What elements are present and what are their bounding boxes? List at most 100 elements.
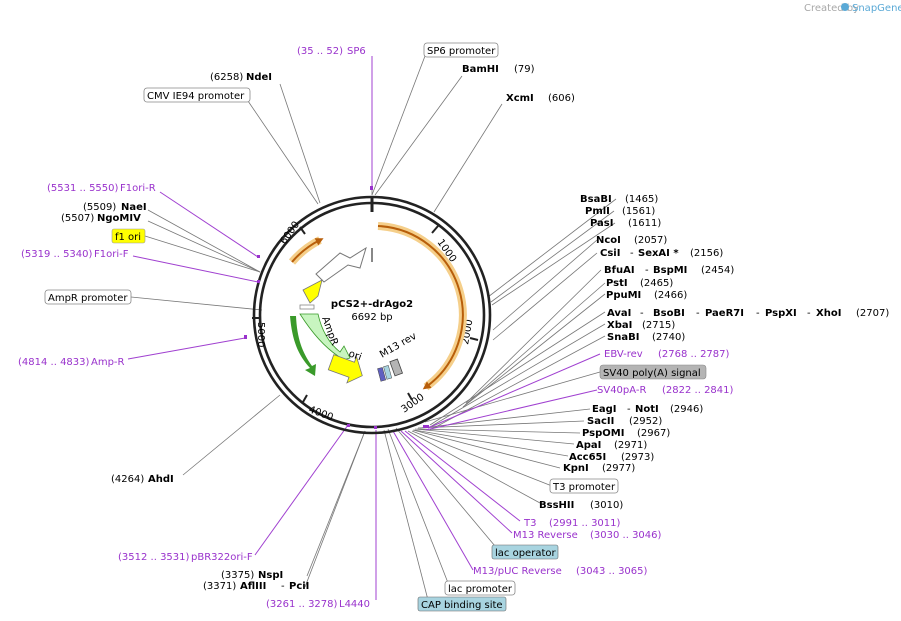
avai-sep1: - — [640, 308, 644, 319]
xcmi-label[interactable]: XcmI — [506, 93, 534, 104]
bfuai-label[interactable]: BfuAI — [604, 265, 635, 276]
pcii-label[interactable]: PciI — [289, 581, 309, 592]
pasi-label[interactable]: PasI — [590, 218, 613, 229]
l4440-range: (3261 .. 3278) — [266, 599, 338, 610]
bfuai-sep: - — [645, 265, 649, 276]
ndei-pos: (6258) — [210, 72, 243, 83]
f1ori-f-range: (5319 .. 5340) — [21, 249, 93, 260]
primer-lines — [127, 56, 601, 600]
bspmi-label[interactable]: BspMI — [653, 265, 687, 276]
bfuai-pos: (2454) — [701, 265, 734, 276]
sv40-signal-label: SV40 poly(A) signal — [603, 368, 701, 379]
sp6-range: (35 .. 52) — [297, 46, 343, 57]
sv40pa-r-label: SV40pA-R — [597, 385, 646, 396]
apai-label[interactable]: ApaI — [576, 440, 601, 451]
ppumi-pos: (2466) — [654, 290, 687, 301]
m13reverse-label: M13 Reverse — [513, 530, 578, 541]
ebv-rev-label: EBV-rev — [604, 349, 643, 360]
bamhi-label[interactable]: BamHI — [462, 64, 499, 75]
psti-pos: (2465) — [640, 278, 673, 289]
apai-pos: (2971) — [614, 440, 647, 451]
avai-sep4: - — [807, 308, 811, 319]
sacii-pos: (2952) — [629, 416, 662, 427]
snabi-label[interactable]: SnaBI — [607, 332, 639, 343]
ngomiv-label[interactable]: NgoMIV — [97, 213, 141, 224]
pspomi-pos: (2967) — [637, 428, 670, 439]
plasmid-size: 6692 bp — [351, 312, 392, 323]
sacii-label[interactable]: SacII — [587, 416, 614, 427]
ncoi-label[interactable]: NcoI — [596, 235, 621, 246]
pspomi-label[interactable]: PspOMI — [582, 428, 624, 439]
xbai-pos: (2715) — [642, 320, 675, 331]
ahdi-label[interactable]: AhdI — [148, 474, 174, 485]
cds-arrow — [377, 225, 464, 390]
bsshii-label[interactable]: BssHII — [539, 500, 574, 511]
bsabi-pos: (1465) — [625, 194, 658, 205]
sp6-label: SP6 — [347, 46, 366, 57]
cmv-promoter-box[interactable] — [143, 87, 251, 103]
xhoi-label[interactable]: XhoI — [816, 308, 841, 319]
amp-r-label: Amp-R — [91, 357, 125, 368]
cmv-promoter-arrow — [315, 246, 367, 283]
cap-site-shape — [383, 365, 393, 380]
m13puc-label: M13/pUC Reverse — [473, 566, 562, 577]
tick-marks — [252, 225, 479, 403]
bsobi-label[interactable]: BsoBI — [653, 308, 685, 319]
m13puc-range: (3043 .. 3065) — [576, 566, 648, 577]
ndei-label[interactable]: NdeI — [246, 72, 272, 83]
cap-binding-box[interactable] — [417, 596, 507, 612]
ampr-dark-shape — [290, 316, 316, 376]
avai-label[interactable]: AvaI — [607, 308, 631, 319]
noti-label[interactable]: NotI — [635, 404, 659, 415]
sp6-promoter-box[interactable] — [423, 42, 499, 58]
cmv-promoter-label: CMV IE94 promoter — [147, 91, 245, 102]
acc65i-label[interactable]: Acc65I — [569, 452, 606, 463]
ppumi-label[interactable]: PpuMI — [606, 290, 641, 301]
t3-range: (2991 .. 3011) — [549, 518, 621, 529]
kpni-label[interactable]: KpnI — [563, 463, 589, 474]
credit-brand: SnapGene — [852, 3, 901, 14]
sv40-signal-box[interactable] — [599, 364, 707, 380]
kpni-pos: (2977) — [602, 463, 635, 474]
f1ori-f-label: F1ori-F — [94, 249, 129, 260]
f1-ori-box[interactable] — [111, 228, 146, 244]
avai-sep2: - — [696, 308, 700, 319]
pspxi-label[interactable]: PspXI — [765, 308, 797, 319]
bsshii-pos: (3010) — [590, 500, 623, 511]
ncoi-pos: (2057) — [634, 235, 667, 246]
lac-promoter-label: lac promoter — [448, 584, 513, 595]
naei-label[interactable]: NaeI — [121, 202, 147, 213]
bsabi-label[interactable]: BsaBI — [580, 194, 612, 205]
sv40pa-r-range: (2822 .. 2841) — [662, 385, 734, 396]
f1-ori-label: f1 ori — [115, 232, 141, 243]
m13rev-inner-label: M13 rev — [378, 331, 419, 361]
ampr-promoter-box[interactable] — [44, 289, 132, 305]
ampr-light-shape — [299, 313, 351, 363]
sv40-shape — [389, 358, 404, 377]
f1ori-r-label: F1ori-R — [120, 183, 156, 194]
lac-operator-box[interactable] — [491, 544, 559, 560]
lac-promoter-box[interactable] — [444, 580, 516, 596]
nspi-label[interactable]: NspI — [258, 570, 283, 581]
primer-ticks — [244, 186, 429, 429]
pbr322-range: (3512 .. 3531) — [118, 552, 190, 563]
naei-pos: (5509) — [83, 202, 116, 213]
credit-prefix: Created by — [804, 3, 859, 14]
paer7i-label[interactable]: PaeR7I — [705, 308, 744, 319]
plasmid-name: pCS2+-drAgo2 — [331, 299, 413, 310]
avai-sep3: - — [756, 308, 760, 319]
snapgene-logo-icon — [841, 3, 849, 11]
pmli-label[interactable]: PmlI — [585, 206, 610, 217]
ngomiv-pos: (5507) — [61, 213, 94, 224]
t3-promoter-box[interactable] — [549, 478, 619, 494]
psti-label[interactable]: PstI — [606, 278, 628, 289]
cap-binding-label: CAP binding site — [421, 600, 503, 611]
xbai-label[interactable]: XbaI — [607, 320, 632, 331]
afliii-label[interactable]: AflIII — [240, 581, 266, 592]
csii-label[interactable]: CsiI — [600, 248, 620, 259]
f1ori-r-range: (5531 .. 5550) — [47, 183, 119, 194]
avai-pos: (2707) — [856, 308, 889, 319]
sexai-label[interactable]: SexAI * — [638, 248, 679, 259]
eagi-label[interactable]: EagI — [592, 404, 616, 415]
ahdi-pos: (4264) — [111, 474, 144, 485]
